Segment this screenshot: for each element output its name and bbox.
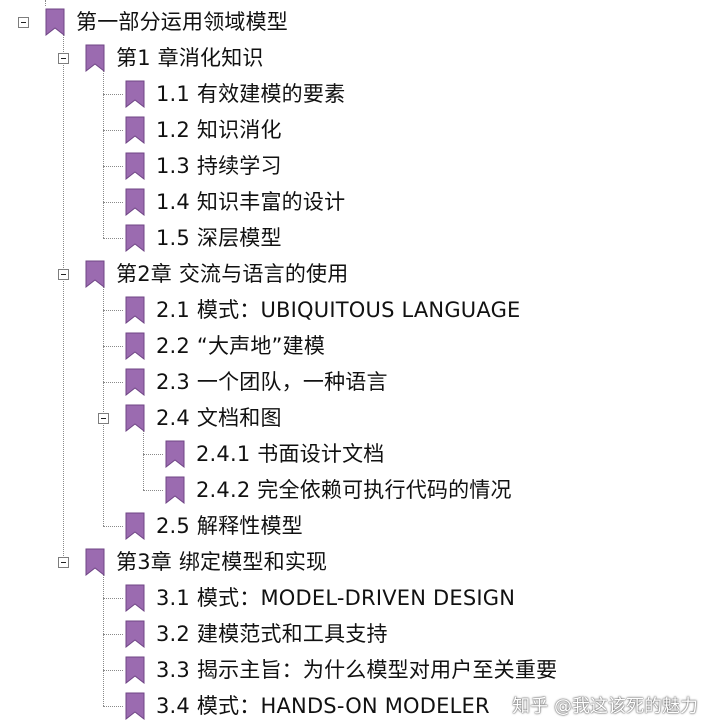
bookmark-label: 第3章 绑定模型和实现 [116,550,328,574]
tree-node[interactable]: 第1 章消化知识 [0,40,714,76]
tree-node[interactable]: 2.4.1 书面设计文档 [0,436,714,472]
collapse-toggle-icon[interactable] [58,53,69,64]
tree-guide-vertical [103,286,104,526]
tree-guide-horizontal [103,166,123,167]
bookmark-icon [85,260,105,288]
tree-node[interactable]: 1.2 知识消化 [0,112,714,148]
tree-guide-horizontal [143,490,163,491]
watermark: 知乎 @我这该死的魅力 [512,696,698,717]
bookmark-icon [125,656,145,684]
tree-guide-horizontal [103,346,123,347]
tree-guide-horizontal [103,238,123,239]
collapse-toggle-icon[interactable] [58,269,69,280]
tree-guide-horizontal [103,526,123,527]
bookmark-label: 1.3 持续学习 [156,154,282,178]
tree-guide-horizontal [103,706,123,707]
bookmark-icon [125,512,145,540]
bookmark-icon [125,404,145,432]
bookmark-label: 2.1 模式：UBIQUITOUS LANGUAGE [156,298,521,322]
bookmark-label: 第1 章消化知识 [116,46,264,70]
tree-node[interactable]: 2.3 一个团队，一种语言 [0,364,714,400]
bookmark-icon [165,476,185,504]
bookmark-label: 1.2 知识消化 [156,118,282,142]
tree-guide-vertical [103,574,104,706]
bookmark-icon [125,332,145,360]
bookmark-label: 第2章 交流与语言的使用 [116,262,349,286]
bookmark-label: 1.1 有效建模的要素 [156,82,346,106]
bookmark-label: 1.5 深层模型 [156,226,282,250]
bookmark-label: 2.4.2 完全依赖可执行代码的情况 [196,478,512,502]
bookmark-label: 2.2 “大声地”建模 [156,334,326,358]
bookmark-label: 3.4 模式：HANDS-ON MODELER [156,694,490,718]
tree-guide-horizontal [103,382,123,383]
bookmark-icon [85,44,105,72]
bookmark-icon [125,584,145,612]
tree-node[interactable]: 1.3 持续学习 [0,148,714,184]
bookmark-label: 3.2 建模范式和工具支持 [156,622,388,646]
tree-node[interactable]: 1.1 有效建模的要素 [0,76,714,112]
bookmark-icon [125,224,145,252]
tree-guide-vertical [143,430,144,490]
tree-node[interactable]: 第2章 交流与语言的使用 [0,256,714,292]
tree-guide-horizontal [103,634,123,635]
tree-node[interactable]: 1.5 深层模型 [0,220,714,256]
collapse-toggle-icon[interactable] [58,557,69,568]
tree-guide-horizontal [103,670,123,671]
tree-guide-horizontal [103,130,123,131]
bookmark-label: 第一部分运用领域模型 [76,10,288,34]
bookmark-label: 2.3 一个团队，一种语言 [156,370,388,394]
tree-node[interactable]: 第一部分运用领域模型 [0,4,714,40]
tree-node[interactable]: 3.4 模式：HANDS-ON MODELER [0,688,714,724]
tree-guide-horizontal [103,310,123,311]
tree-node[interactable]: 2.2 “大声地”建模 [0,328,714,364]
tree-guide-vertical [45,0,46,6]
tree-node[interactable]: 3.1 模式：MODEL-DRIVEN DESIGN [0,580,714,616]
bookmark-label: 2.5 解释性模型 [156,514,303,538]
tree-guide-horizontal [103,598,123,599]
bookmark-label: 2.4.1 书面设计文档 [196,442,385,466]
bookmark-icon [125,152,145,180]
tree-guide-vertical [63,34,64,562]
bookmark-icon [45,8,65,36]
bookmark-label: 2.4 文档和图 [156,406,282,430]
tree-guide-horizontal [103,202,123,203]
tree-node[interactable]: 第3章 绑定模型和实现 [0,544,714,580]
tree-node[interactable]: 3.3 揭示主旨：为什么模型对用户至关重要 [0,652,714,688]
bookmark-icon [125,620,145,648]
tree-node[interactable]: 2.4 文档和图 [0,400,714,436]
tree-guide-vertical [103,70,104,238]
tree-guide-horizontal [103,94,123,95]
collapse-toggle-icon[interactable] [98,413,109,424]
bookmark-icon [125,116,145,144]
tree-guide-horizontal [143,454,163,455]
bookmark-icon [125,692,145,720]
collapse-toggle-icon[interactable] [18,17,29,28]
bookmark-label: 3.3 揭示主旨：为什么模型对用户至关重要 [156,658,558,682]
tree-node[interactable]: 2.1 模式：UBIQUITOUS LANGUAGE [0,292,714,328]
bookmark-icon [165,440,185,468]
bookmark-icon [85,548,105,576]
tree-node[interactable]: 3.2 建模范式和工具支持 [0,616,714,652]
tree-node[interactable]: 2.4.2 完全依赖可执行代码的情况 [0,472,714,508]
bookmark-label: 3.1 模式：MODEL-DRIVEN DESIGN [156,586,516,610]
bookmark-icon [125,188,145,216]
bookmark-icon [125,296,145,324]
tree-node[interactable]: 1.4 知识丰富的设计 [0,184,714,220]
tree-node[interactable]: 2.5 解释性模型 [0,508,714,544]
bookmark-icon [125,80,145,108]
bookmark-label: 1.4 知识丰富的设计 [156,190,346,214]
bookmark-icon [125,368,145,396]
